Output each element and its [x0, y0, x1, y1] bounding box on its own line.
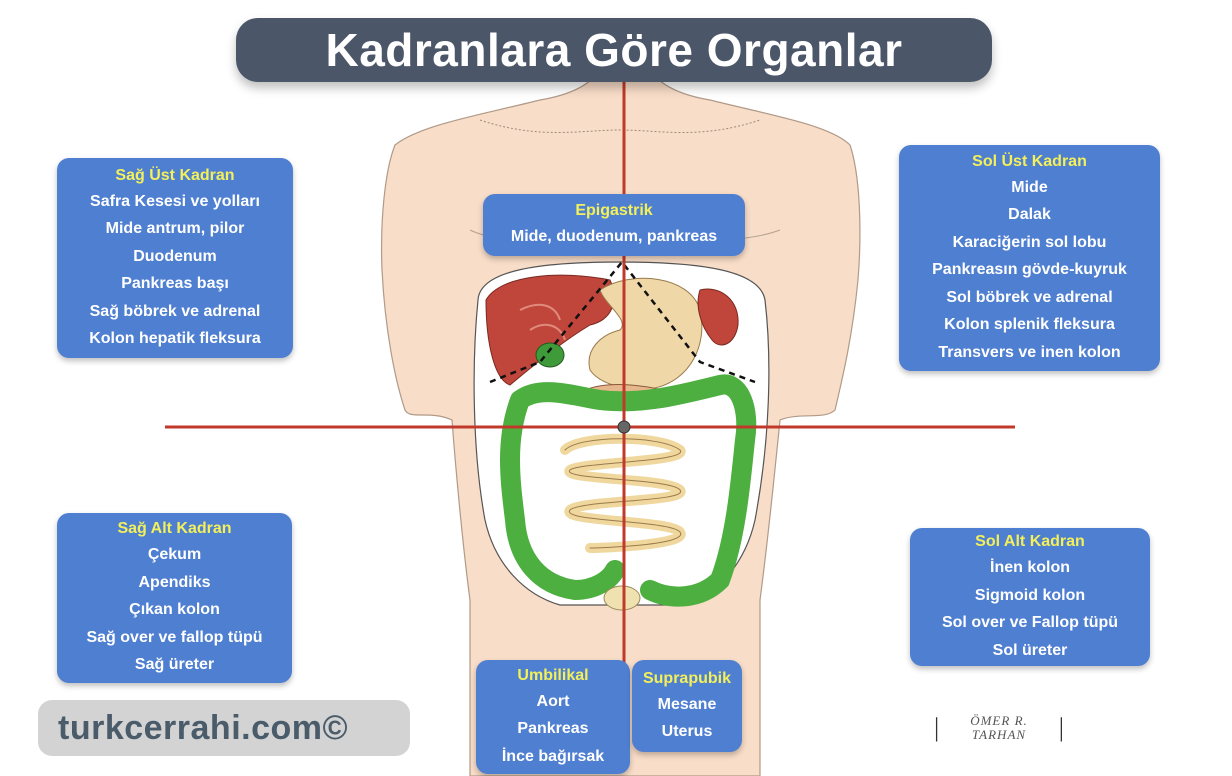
region-umbilikal: Umbilikal Aort Pankreas İnce bağırsak	[476, 660, 630, 774]
signature-bar-left: |	[934, 713, 939, 743]
region-item: Mesane	[632, 691, 742, 719]
region-item: İnce bağırsak	[476, 743, 630, 771]
region-sol-alt-kadran: Sol Alt Kadran İnen kolon Sigmoid kolon …	[910, 528, 1150, 666]
region-item: Sol üreter	[910, 637, 1150, 665]
region-item: Kolon hepatik fleksura	[57, 325, 293, 353]
region-sag-ust-kadran: Sağ Üst Kadran Safra Kesesi ve yolları M…	[57, 158, 293, 358]
region-item: Apendiks	[57, 569, 292, 597]
region-item: Sol böbrek ve adrenal	[899, 284, 1160, 312]
region-item: Duodenum	[57, 243, 293, 271]
signature-name: ÖMER R. TARHAN	[970, 714, 1028, 742]
region-title: Umbilikal	[476, 664, 630, 688]
region-title: Sol Alt Kadran	[910, 530, 1150, 554]
region-title: Sağ Üst Kadran	[57, 164, 293, 188]
region-title: Suprapubik	[632, 667, 742, 691]
region-item: Safra Kesesi ve yolları	[57, 188, 293, 216]
site-watermark: turkcerrahi.com©	[38, 700, 410, 756]
region-sol-ust-kadran: Sol Üst Kadran Mide Dalak Karaciğerin so…	[899, 145, 1160, 371]
region-suprapubik: Suprapubik Mesane Uterus	[632, 660, 742, 752]
signature-bar-right: |	[1059, 713, 1064, 743]
region-item: Sağ böbrek ve adrenal	[57, 298, 293, 326]
region-item: Mide	[899, 174, 1160, 202]
region-item: Aort	[476, 688, 630, 716]
region-item: Transvers ve inen kolon	[899, 339, 1160, 367]
region-epigastrik: Epigastrik Mide, duodenum, pankreas	[483, 194, 745, 256]
region-title: Epigastrik	[483, 199, 745, 223]
page-title-bar: Kadranlara Göre Organlar	[236, 18, 992, 82]
region-item: Mide, duodenum, pankreas	[483, 223, 745, 251]
signature-line-1: ÖMER R.	[970, 713, 1028, 728]
region-sag-alt-kadran: Sağ Alt Kadran Çekum Apendiks Çıkan kolo…	[57, 513, 292, 683]
gallbladder	[536, 343, 564, 367]
region-item: Sağ üreter	[57, 651, 292, 679]
signature-line-2: TARHAN	[972, 727, 1026, 742]
region-item: Sol over ve Fallop tüpü	[910, 609, 1150, 637]
bladder	[604, 586, 640, 610]
author-signature: | ÖMER R. TARHAN |	[934, 708, 1064, 748]
region-title: Sağ Alt Kadran	[57, 517, 292, 541]
region-item: Kolon splenik fleksura	[899, 311, 1160, 339]
region-item: Sağ over ve fallop tüpü	[57, 624, 292, 652]
page-title: Kadranlara Göre Organlar	[326, 23, 903, 77]
region-item: Çekum	[57, 541, 292, 569]
region-item: Pankreasın gövde-kuyruk	[899, 256, 1160, 284]
region-item: Çıkan kolon	[57, 596, 292, 624]
region-item: Pankreas başı	[57, 270, 293, 298]
region-item: İnen kolon	[910, 554, 1150, 582]
region-item: Mide antrum, pilor	[57, 215, 293, 243]
region-item: Uterus	[632, 718, 742, 746]
region-item: Sigmoid kolon	[910, 582, 1150, 610]
navel-marker	[618, 421, 630, 433]
region-item: Dalak	[899, 201, 1160, 229]
region-item: Karaciğerin sol lobu	[899, 229, 1160, 257]
region-title: Sol Üst Kadran	[899, 150, 1160, 174]
region-item: Pankreas	[476, 715, 630, 743]
watermark-text: turkcerrahi.com©	[58, 709, 348, 748]
